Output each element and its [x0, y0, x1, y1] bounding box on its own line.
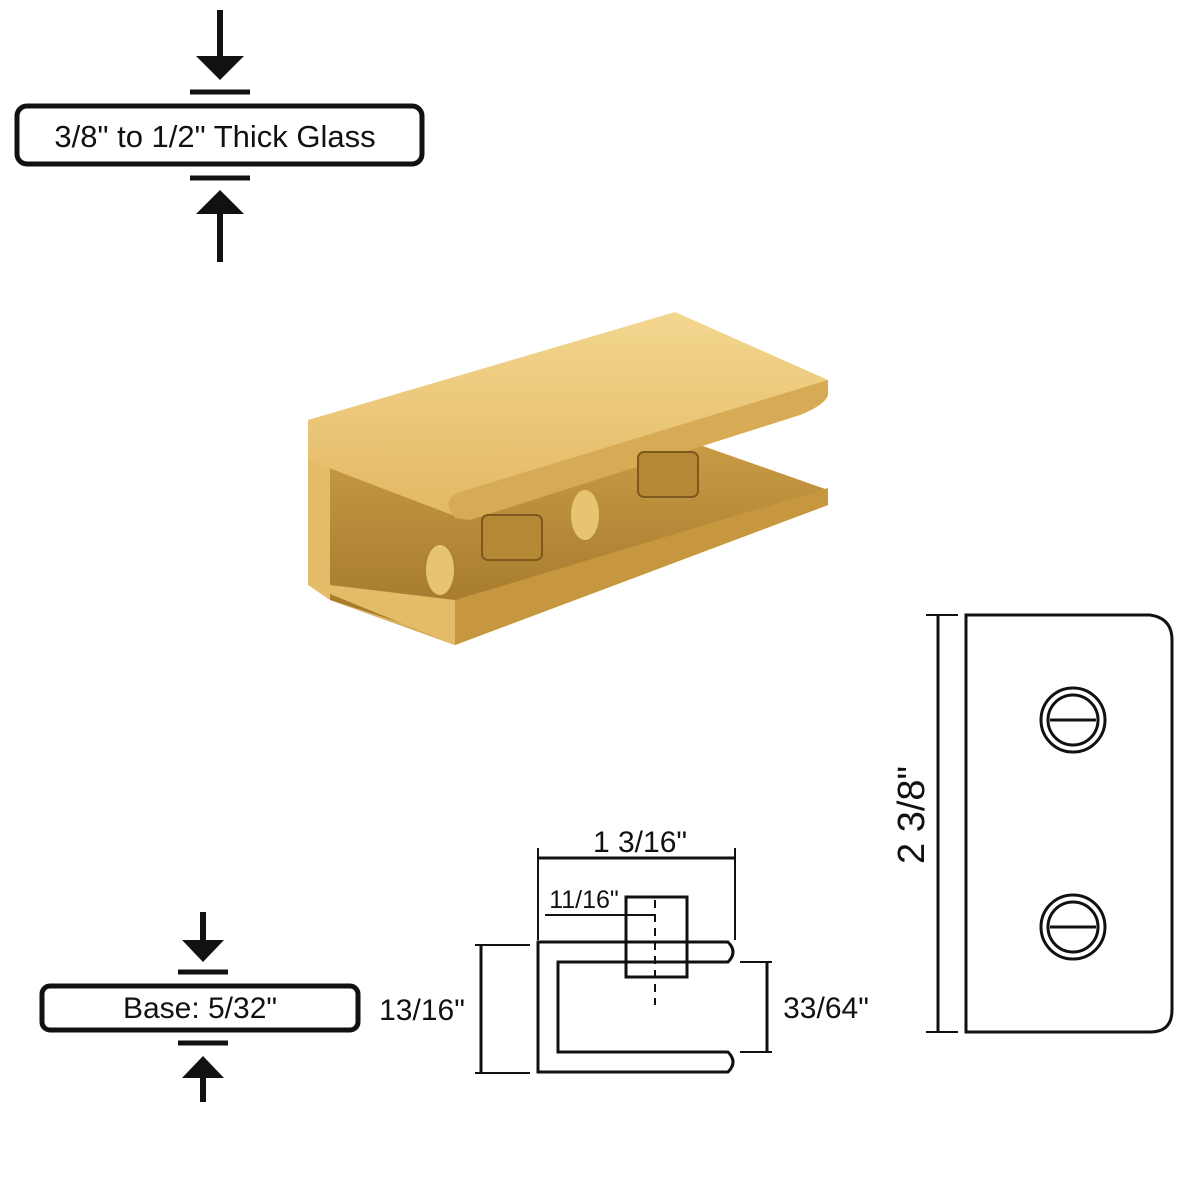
base-thickness-label: Base: 5/32": [123, 992, 277, 1025]
arrow-up-icon: [182, 1056, 224, 1078]
arrow-down-icon: [182, 940, 224, 962]
gold-glass-clamp-image: [308, 312, 828, 645]
glass-thickness-label: 3/8" to 1/2" Thick Glass: [54, 119, 375, 154]
arrow-up-icon: [196, 190, 244, 214]
screw-icon: [1039, 686, 1107, 754]
overall-height-dimension: 13/16": [379, 994, 465, 1027]
side-profile-drawing: [475, 848, 772, 1074]
screw-offset-dimension: 11/16": [549, 886, 619, 914]
opening-dimension: 33/64": [783, 992, 869, 1025]
front-view-drawing: [926, 613, 1174, 1034]
overall-width-dimension: 1 3/16": [593, 826, 687, 859]
screw-icon: [1039, 893, 1107, 961]
glass-thickness-callout: 3/8" to 1/2" Thick Glass: [14, 10, 425, 262]
length-dimension: 2 3/8": [891, 766, 933, 864]
arrow-down-icon: [196, 56, 244, 80]
base-thickness-callout: Base: 5/32": [39, 912, 361, 1102]
